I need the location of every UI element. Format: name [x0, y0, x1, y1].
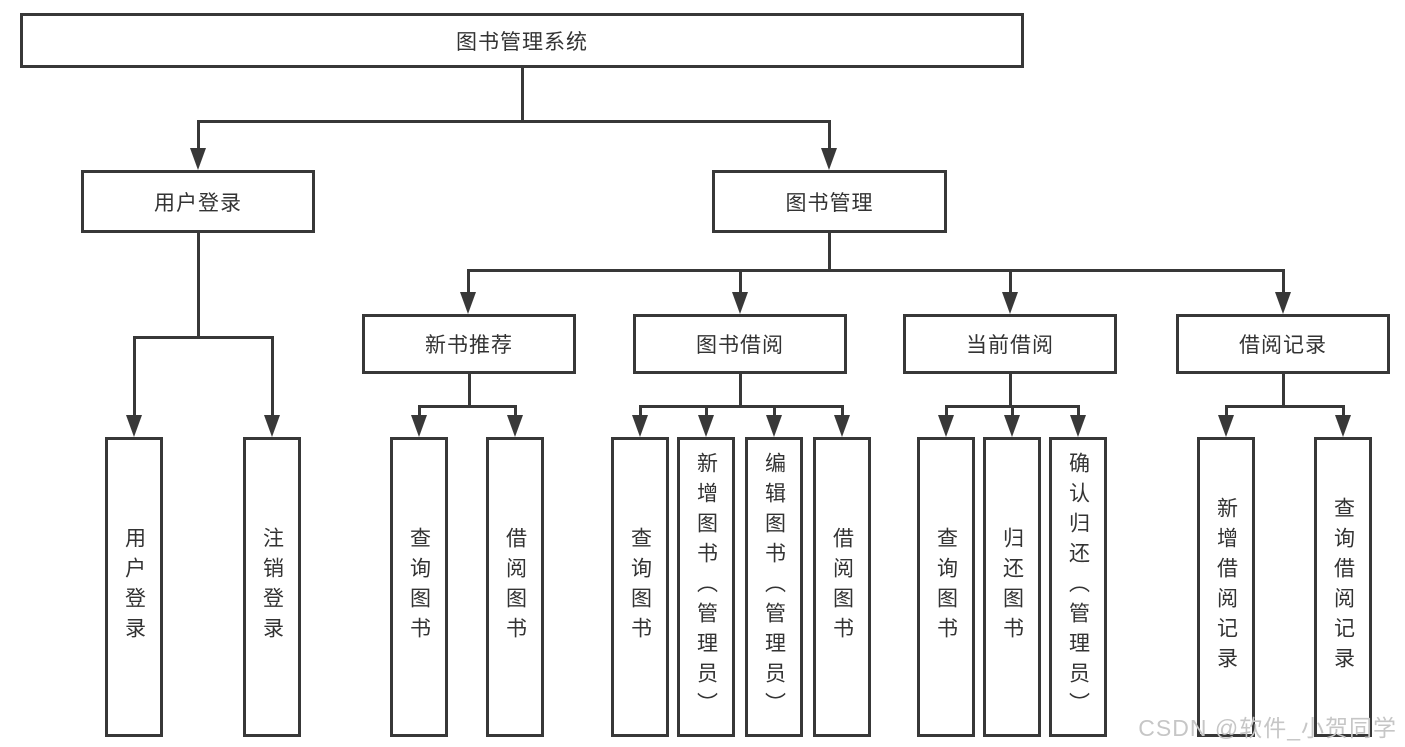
connector-line [468, 374, 471, 408]
connector-line [467, 269, 1285, 272]
arrow-down [126, 415, 142, 437]
connector-line [945, 405, 1080, 408]
arrow-down [460, 292, 476, 314]
arrow-down [507, 415, 523, 437]
node-user-login: 用户登录 [81, 170, 315, 233]
leaf-label: 新增图书（管理员） [694, 452, 718, 722]
leaf-label: 查询图书 [407, 527, 431, 647]
connector-line [521, 68, 524, 120]
arrow-down [698, 415, 714, 437]
node-new-book-recommend: 新书推荐 [362, 314, 576, 374]
leaf-search-books-newrec: 查询图书 [390, 437, 448, 737]
leaf-label: 归还图书 [1000, 527, 1024, 647]
connector-line [1009, 374, 1012, 408]
arrow-down [190, 148, 206, 170]
connector-line [773, 408, 776, 416]
arrow-down [834, 415, 850, 437]
csdn-watermark: CSDN @软件_小贺同学 [1138, 715, 1397, 741]
leaf-add-borrow-record: 新增借阅记录 [1197, 437, 1255, 737]
connector-line [1342, 408, 1345, 416]
connector-line [271, 339, 274, 416]
arrow-down [1004, 415, 1020, 437]
connector-line [1225, 408, 1228, 416]
node-borrow-records: 借阅记录 [1176, 314, 1390, 374]
connector-line [639, 408, 642, 416]
connector-line [1011, 408, 1014, 416]
arrow-down [938, 415, 954, 437]
leaf-label: 查询图书 [934, 527, 958, 647]
connector-line [1282, 272, 1285, 293]
leaf-return-book: 归还图书 [983, 437, 1041, 737]
leaf-borrow-books-newrec: 借阅图书 [486, 437, 544, 737]
leaf-add-book-admin: 新增图书（管理员） [677, 437, 735, 737]
connector-line [1077, 408, 1080, 416]
leaf-label: 查询图书 [628, 527, 652, 647]
connector-line [828, 123, 831, 150]
connector-line [1282, 374, 1285, 408]
arrow-down [632, 415, 648, 437]
leaf-label: 借阅图书 [830, 527, 854, 647]
leaf-borrow-book: 借阅图书 [813, 437, 871, 737]
arrow-down [411, 415, 427, 437]
leaf-edit-book-admin: 编辑图书（管理员） [745, 437, 803, 737]
connector-line [197, 233, 200, 339]
connector-line [639, 405, 844, 408]
leaf-user-logout: 注销登录 [243, 437, 301, 737]
arrow-down [732, 292, 748, 314]
connector-line [1225, 405, 1345, 408]
leaf-label: 用户登录 [122, 527, 146, 647]
connector-line [197, 123, 200, 150]
node-book-borrowing: 图书借阅 [633, 314, 847, 374]
connector-line [418, 405, 517, 408]
connector-line [739, 374, 742, 408]
leaf-label: 确认归还（管理员） [1066, 452, 1090, 722]
leaf-label: 借阅图书 [503, 527, 527, 647]
connector-line [828, 233, 831, 272]
arrow-down [264, 415, 280, 437]
arrow-down [821, 148, 837, 170]
connector-line [418, 408, 421, 416]
connector-line [945, 408, 948, 416]
leaf-label: 新增借阅记录 [1214, 497, 1238, 677]
connector-line [1009, 272, 1012, 293]
node-root-library-system: 图书管理系统 [20, 13, 1024, 68]
leaf-label: 注销登录 [260, 527, 284, 647]
connector-line [705, 408, 708, 416]
arrow-down [1002, 292, 1018, 314]
arrow-down [1275, 292, 1291, 314]
connector-line [467, 272, 470, 293]
leaf-search-books-borrow: 查询图书 [611, 437, 669, 737]
arrow-down [766, 415, 782, 437]
connector-line [133, 339, 136, 416]
leaf-search-books-current: 查询图书 [917, 437, 975, 737]
leaf-label: 编辑图书（管理员） [762, 452, 786, 722]
connector-line [841, 408, 844, 416]
leaf-label: 查询借阅记录 [1331, 497, 1355, 677]
leaf-user-login: 用户登录 [105, 437, 163, 737]
connector-line [133, 336, 274, 339]
arrow-down [1335, 415, 1351, 437]
leaf-confirm-return-admin: 确认归还（管理员） [1049, 437, 1107, 737]
arrow-down [1070, 415, 1086, 437]
node-book-management: 图书管理 [712, 170, 947, 233]
connector-line [197, 120, 831, 123]
connector-line [739, 272, 742, 293]
leaf-query-borrow-record: 查询借阅记录 [1314, 437, 1372, 737]
connector-line [514, 408, 517, 416]
node-current-borrowing: 当前借阅 [903, 314, 1117, 374]
arrow-down [1218, 415, 1234, 437]
